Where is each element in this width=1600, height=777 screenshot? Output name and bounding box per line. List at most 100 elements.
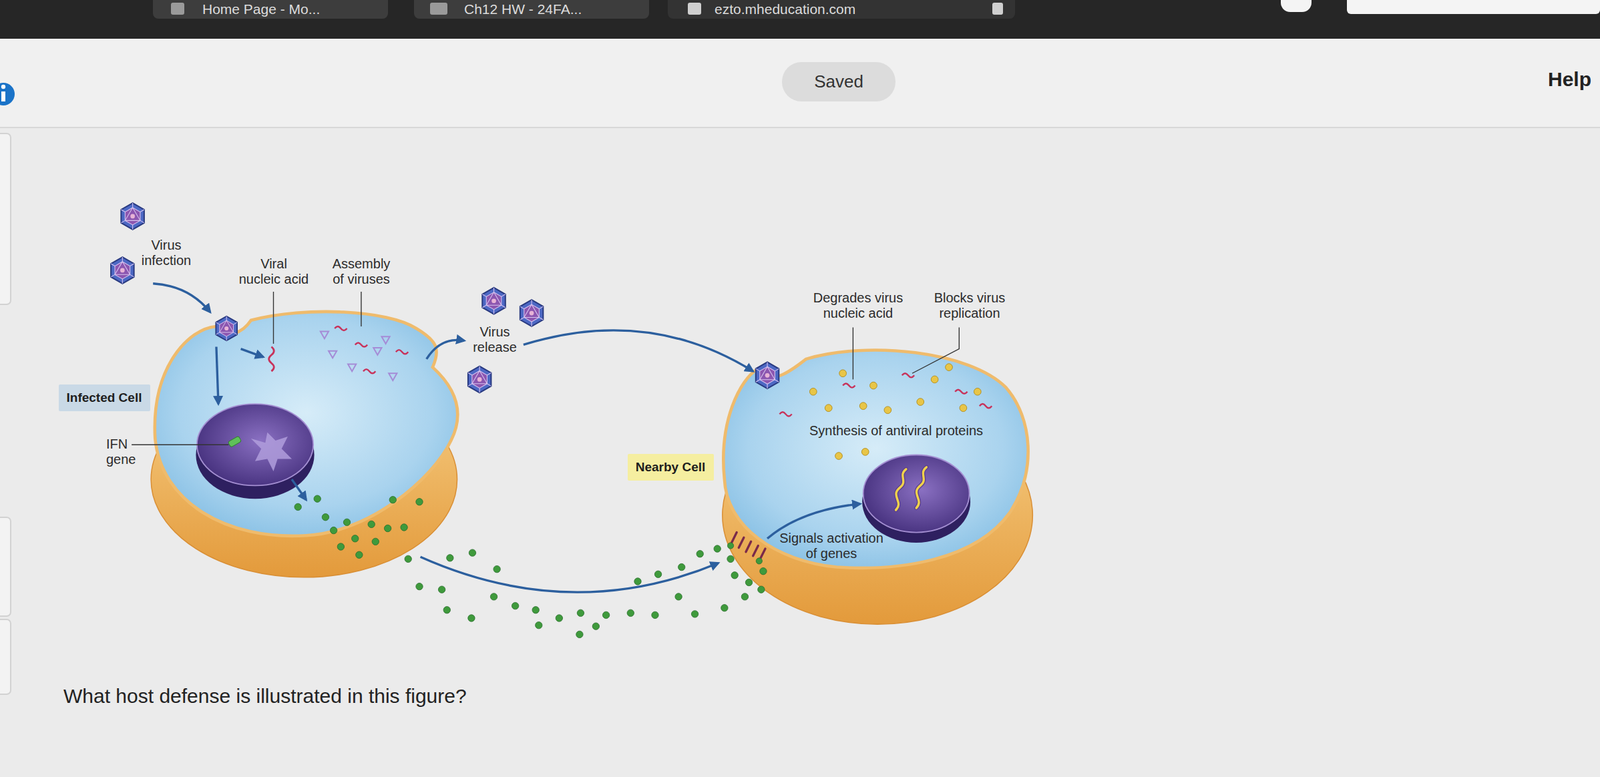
interferon-dot [329,526,337,534]
interferon-dot [468,549,476,557]
nearby-cell [738,537,744,548]
interferon-dot [757,586,765,593]
nearby-cell [979,404,992,409]
interferon-dot [759,567,767,575]
virus-particle [468,366,492,394]
interferon-dot [400,524,408,531]
side-panel [0,133,11,305]
interferon-dot [651,611,659,619]
nearby-cell [839,369,847,378]
infected-cell [373,347,382,356]
figure-label: Signals activation of genes [774,530,889,562]
flow-arrow [216,347,219,405]
interferon-dot [313,495,321,503]
infected-cell [328,351,337,359]
infected-cell [355,342,368,347]
browser-bar [687,2,702,15]
interferon-dot [592,623,599,630]
nearby-cell [779,373,992,417]
browser-bar [992,2,1004,15]
infected-cell [227,436,242,448]
nearby-cell [916,398,925,407]
interferon-dot [337,543,344,551]
interferon-dot [321,514,329,521]
nearby-cell [779,412,792,417]
infected-cell [334,326,347,331]
interferon-dot [532,607,539,614]
interferon-dot [741,593,748,601]
flow-arrow [523,330,754,372]
infected-cell [320,331,329,340]
node-text: Nearby Cell [635,460,706,475]
interferon-dot [535,621,543,629]
flow-arrow [152,283,211,313]
nearby-cell [930,375,939,384]
cell-tag: Infected Cell [58,384,151,412]
nearby-cell [959,404,967,413]
nearby-cell [842,383,855,388]
interferon-dot [294,495,767,639]
interferon-dot [493,565,501,573]
interferon-dot [371,538,379,545]
browser-bar [1280,0,1312,13]
interferon-dot [675,593,682,601]
interferon-dot [627,609,634,617]
interferon-dot [443,607,451,614]
nearby-cell [824,404,833,413]
infected-cell [381,336,390,344]
figure-label: Degrades virus nucleic acid [810,290,906,322]
figure-label: Blocks virus replication [932,290,1008,322]
help-link: Help [1547,68,1592,92]
interferon-dot [490,593,497,601]
infected-cell [269,347,275,372]
interferon-dot [713,545,721,553]
side-panel [0,517,11,617]
virus-particle [520,299,544,327]
interferon-dot [727,542,734,549]
nearby-cell [835,452,843,461]
flow-arrow [420,556,719,593]
nearby-cell [861,448,869,457]
virus-particle [110,257,135,284]
infected-cell [154,311,458,537]
interferon-dot [602,611,610,619]
tab-title: Ch12 HW - 24FA... [464,1,582,18]
interferon-dot [383,524,391,532]
virus-particle [755,361,780,389]
interferon-dot [634,578,642,585]
figure-label: Viral nucleic acid [238,256,310,288]
leader-line [273,291,274,344]
nearby-cell [723,349,1028,568]
nearby-cell [902,373,915,378]
page-header [1,84,6,89]
interferon-dot [721,604,728,612]
interferon-dot [446,554,454,562]
leader-line [852,327,854,380]
nearby-cell [896,469,907,511]
browser-bar [430,2,448,15]
nearby-cell [745,541,752,552]
figure-label: IFN gene [106,436,143,468]
interferon-dot [654,570,662,578]
figure-label: Virus infection [136,237,197,269]
browser-bar [667,0,1016,19]
infected-cell [347,363,356,372]
interferon-dot [678,563,686,571]
virus-particle [482,287,506,315]
interferon-dot [355,551,363,559]
browser-bar [414,0,650,19]
nearby-cell [731,532,738,543]
interferon-dot [727,555,734,563]
interferon-dot [404,555,412,563]
interferon-dot [696,550,704,558]
interferon-dot [389,496,396,504]
interferon-dot [731,572,738,579]
interferon-dot [367,520,375,528]
infected-cell [251,432,292,472]
nearby-cell [870,381,878,390]
infected-cell [395,349,409,354]
nearby-cell [859,402,867,411]
interferon-dot [416,582,423,590]
